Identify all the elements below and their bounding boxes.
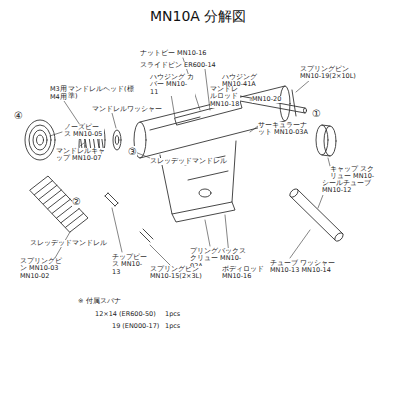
part-label: マンドレルワッシャー [92, 106, 162, 113]
tube [288, 187, 344, 242]
part-label: 1pcs [165, 311, 180, 318]
callout-number: ④ [14, 110, 23, 122]
part-label: シールチューブ MN10-12 [322, 180, 372, 195]
part-label: マンドレルキャップ MN10-07 [56, 148, 106, 163]
part-label: 12×14 (ER600-50) [95, 311, 156, 318]
part-label: ノーズピース MN10-05 [64, 124, 104, 139]
part-label: スレッデッドマンドレル [150, 158, 230, 165]
part-label: チップピース MN10-13 [112, 254, 148, 276]
callout-number: ② [72, 196, 81, 208]
part-label: 19 (EN000-17) [112, 323, 159, 330]
callout-number: ③ [128, 146, 137, 158]
part-label: ハウジング カバー MN10-11 [150, 74, 195, 96]
part-label: ※ 付属スパナ [78, 298, 121, 305]
part-label: サーキュラーナット MN10-03A [258, 122, 308, 137]
part-label: マンドレルロッド MN10-18 [210, 86, 240, 108]
part-label: スプリングピン MN10-03 MN10-02 [20, 258, 62, 280]
threaded-mandrel [30, 176, 88, 232]
part-label: チューブ ワッシャー MN10-13 MN10-14 [270, 260, 340, 275]
part-label: ナットビー MN10-16 [140, 50, 230, 57]
leader-lines [50, 58, 330, 265]
part-label: 1pcs [165, 323, 180, 330]
nose-piece [25, 120, 55, 160]
cap-screw [316, 125, 336, 156]
mandrel-rod [240, 90, 307, 116]
callout-number: ① [312, 108, 321, 120]
part-label: マンドレルヘッド(標準) [68, 86, 138, 101]
mandrel-washer [113, 130, 121, 150]
title: MN10A 分解図 [150, 8, 246, 26]
part-label: スライドピン ER600-14 [140, 62, 230, 69]
part-label: ボディロッド MN10-16 [222, 266, 267, 281]
part-label: スレッデッドマンドレル [30, 240, 110, 247]
part-label: スプリングピン MN10-19(2×10L) [300, 66, 360, 81]
part-label: MN10-20 [252, 96, 281, 103]
part-label: スプリングピン MN10-15(2×3L) [150, 266, 206, 281]
part-label: M4用 [50, 94, 67, 101]
part-label: M3用 [50, 86, 67, 93]
spring-pins [105, 193, 153, 242]
